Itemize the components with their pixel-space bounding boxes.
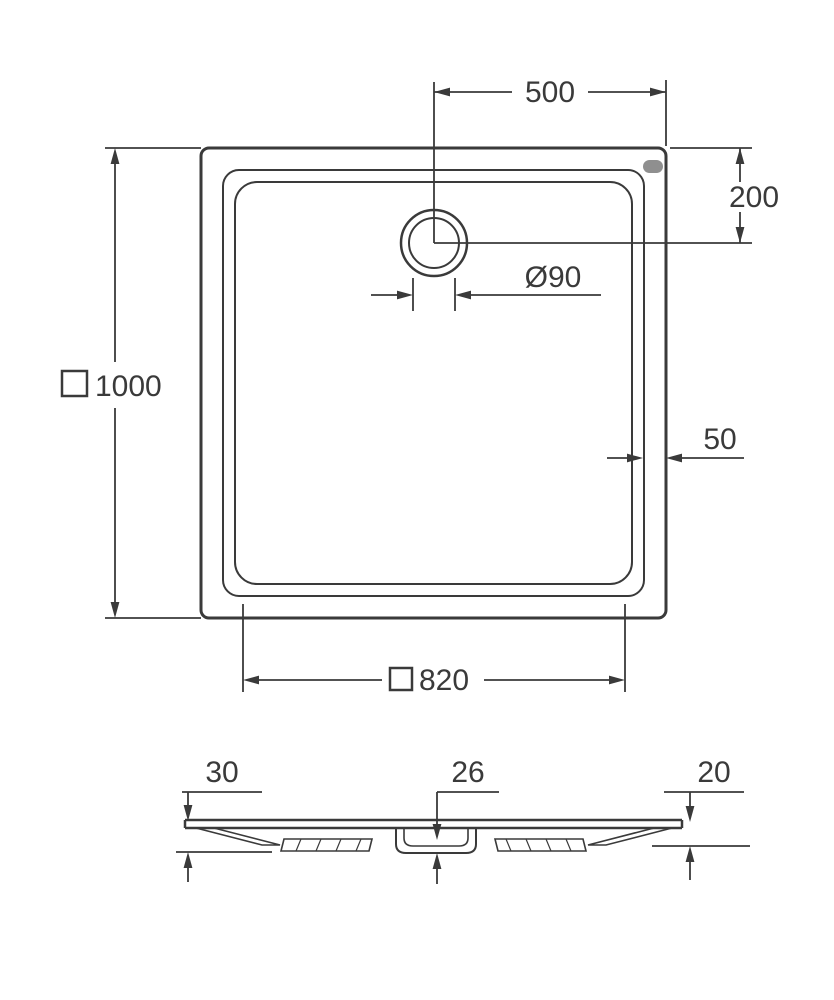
dim-820: 820 xyxy=(242,604,626,697)
dim-20-arrow-up xyxy=(685,846,695,862)
dim-26-label: 26 xyxy=(451,756,484,789)
section-left-foot xyxy=(279,838,374,852)
dim-500-label: 500 xyxy=(525,76,575,109)
dim-500-arrow-right xyxy=(650,87,666,97)
dim-200-arrow-top xyxy=(735,148,745,164)
dim-30-arrow-down xyxy=(183,805,193,821)
section-view: 30 26 20 xyxy=(176,756,750,884)
dim-90: Ø90 xyxy=(371,261,601,311)
dim-1000-arrow-bottom xyxy=(110,602,120,618)
dim-200: 200 xyxy=(670,147,779,243)
dim-30-label: 30 xyxy=(205,756,238,789)
dim-26-arrow-down xyxy=(432,824,442,840)
top-view: 500 200 Ø90 1000 xyxy=(60,76,779,697)
dim-20: 20 xyxy=(652,756,750,880)
dim-30-arrow-up xyxy=(183,852,193,868)
dim-90-arrow-left xyxy=(397,290,413,300)
dim-820-arrow-right xyxy=(609,675,625,685)
dim-26-arrow-up xyxy=(432,853,442,869)
section-drain-recess-inner xyxy=(403,828,469,847)
corner-logo-mark xyxy=(643,160,663,173)
dim-50-arrow-outer xyxy=(666,453,682,463)
dim-820-arrow-left xyxy=(243,675,259,685)
dim-26-lines xyxy=(436,791,499,884)
dim-1000: 1000 xyxy=(60,147,201,619)
dim-820-label: 820 xyxy=(419,664,469,697)
square-dimension-symbol xyxy=(388,666,414,692)
dim-90-arrow-right xyxy=(455,290,471,300)
dim-500-arrow-left xyxy=(434,87,450,97)
dim-50-arrow-inner xyxy=(627,453,643,463)
dim-30: 30 xyxy=(176,756,272,882)
dim-500: 500 xyxy=(434,76,667,146)
section-right-edge-profile xyxy=(587,827,673,846)
section-right-foot-hatch xyxy=(505,838,572,852)
dim-200-label: 200 xyxy=(729,181,779,214)
section-right-foot xyxy=(493,838,588,852)
dim-20-arrow-down xyxy=(685,806,695,822)
dim-1000-arrow-top xyxy=(110,148,120,164)
dim-1000-label: 1000 xyxy=(95,370,162,403)
dim-90-lines xyxy=(371,278,601,311)
section-left-edge-profile xyxy=(195,827,281,846)
section-left-foot-hatch xyxy=(295,838,362,852)
dim-20-label: 20 xyxy=(697,756,730,789)
dim-50: 50 xyxy=(607,423,744,463)
dim-26: 26 xyxy=(432,756,499,884)
dim-820-lines xyxy=(242,604,626,692)
dim-50-label: 50 xyxy=(703,423,736,456)
dim-1000-lines xyxy=(105,147,201,619)
dim-20-lines xyxy=(652,791,750,880)
section-drain-recess-outer xyxy=(395,828,477,854)
dim-30-lines xyxy=(176,791,272,882)
dim-90-label: Ø90 xyxy=(525,261,582,294)
dim-200-arrow-bottom xyxy=(735,227,745,243)
drain-centerlines xyxy=(433,82,752,244)
section-top-slab xyxy=(183,818,684,830)
square-dimension-symbol xyxy=(60,369,89,398)
